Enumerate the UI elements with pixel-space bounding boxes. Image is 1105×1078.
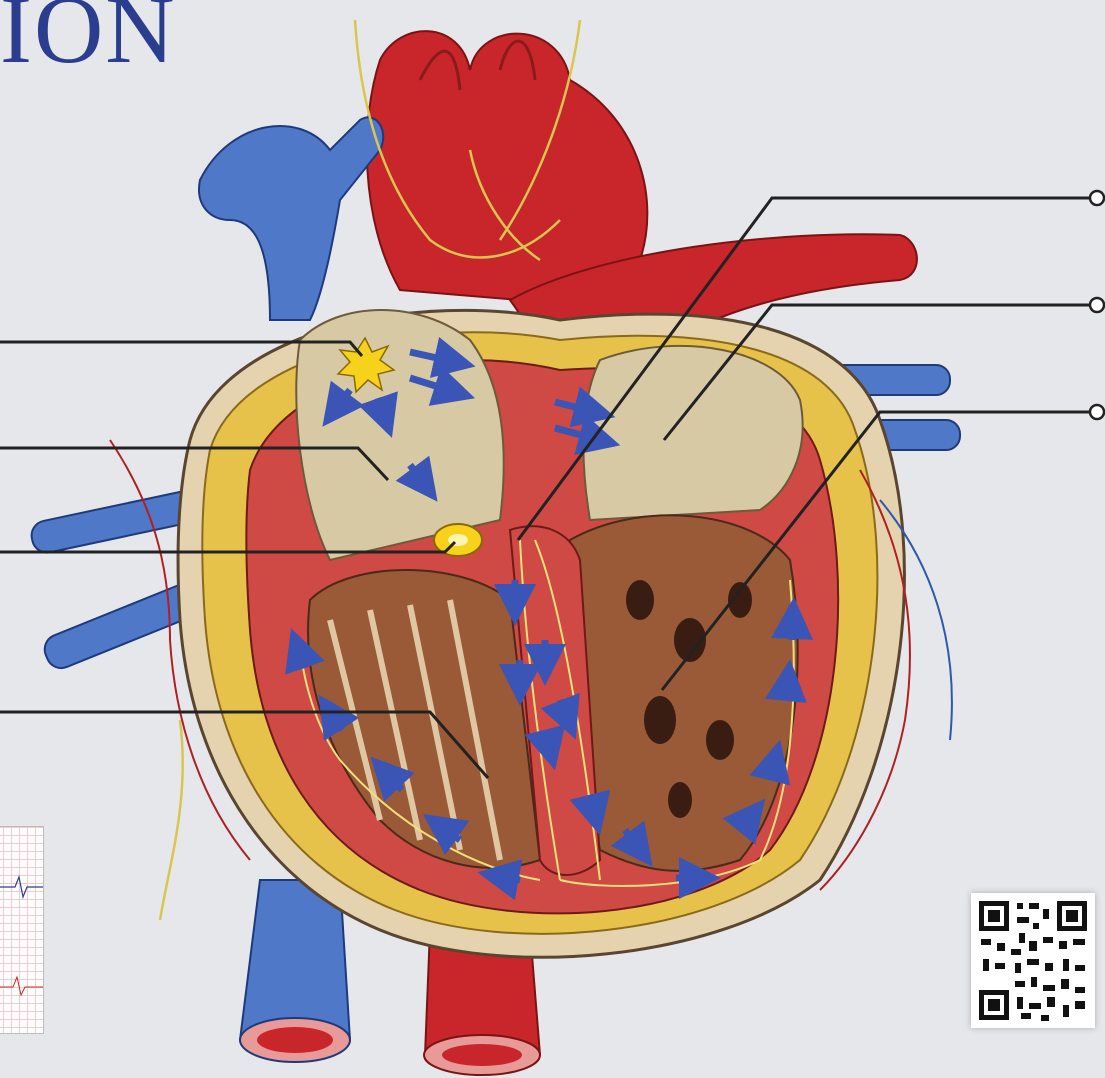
ecg-strip bbox=[0, 826, 44, 1034]
left-atrium bbox=[583, 346, 802, 520]
right-atrium bbox=[296, 310, 504, 560]
left-ventricle bbox=[569, 515, 798, 871]
leader-line-endpoints bbox=[1090, 191, 1104, 419]
superior-vena-cava bbox=[199, 117, 383, 320]
aortic-arch bbox=[367, 31, 647, 300]
qr-code-icon[interactable] bbox=[971, 893, 1095, 1028]
